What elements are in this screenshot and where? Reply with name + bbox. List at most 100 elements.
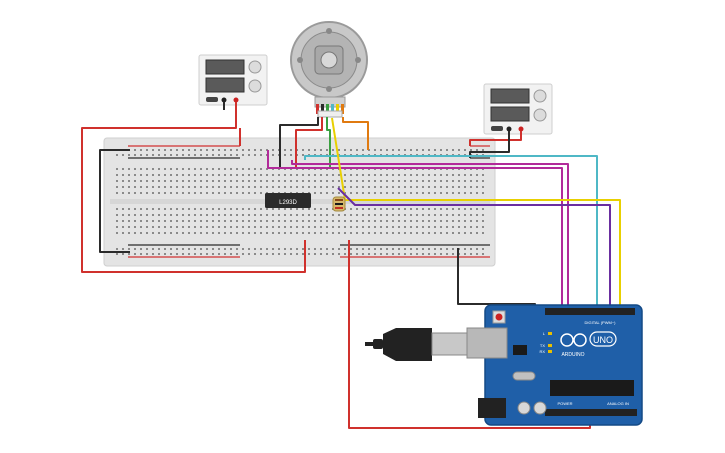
wire-yellow[interactable] [331,117,621,312]
breadboard-hole [248,154,250,156]
breadboard-hole [362,208,364,210]
wire-purple[interactable] [337,187,611,312]
breadboard-hole [410,214,412,216]
breadboard-hole [140,186,142,188]
breadboard-hole [368,180,370,182]
power-supply-right[interactable] [483,83,553,135]
breadboard-hole [146,220,148,222]
breadboard-hole [248,149,250,151]
breadboard-hole [440,214,442,216]
breadboard-hole [116,168,118,170]
breadboard-hole [116,154,118,156]
breadboard-hole [212,208,214,210]
power-jack[interactable] [478,398,506,418]
breadboard-hole [146,214,148,216]
knob-icon[interactable] [248,79,262,93]
breadboard-hole [158,149,160,151]
breadboard-hole [134,208,136,210]
analog-header[interactable] [600,409,637,416]
breadboard-hole [188,180,190,182]
breadboard-hole [398,208,400,210]
breadboard-hole [206,232,208,234]
breadboard-hole [152,248,154,250]
wire-red-motor[interactable] [295,117,323,168]
knob-icon[interactable] [533,89,547,103]
switch-icon[interactable] [206,97,218,102]
terminal-red[interactable] [518,126,524,132]
breadboard-hole [140,220,142,222]
resistor[interactable] [332,196,346,212]
breadboard-hole [260,180,262,182]
digital-header[interactable] [545,308,635,315]
breadboard-hole [410,208,412,210]
breadboard-hole [254,208,256,210]
knob-icon[interactable] [248,60,262,74]
wire-red-psu2[interactable] [469,131,522,146]
breadboard-hole [218,226,220,228]
breadboard-hole [254,149,256,151]
l293d-chip[interactable]: L293D [265,193,311,208]
breadboard-hole [308,232,310,234]
breadboard-hole [296,226,298,228]
breadboard-hole [434,192,436,194]
arduino-uno[interactable]: L TX RX UNO ARDUINO DIGITAL (PWM~) POWER… [466,304,643,426]
breadboard-hole [338,149,340,151]
power-supply-left[interactable] [198,54,268,106]
dc-motor-encoder[interactable] [290,21,368,118]
breadboard-hole [224,232,226,234]
breadboard-hole [470,208,472,210]
breadboard-hole [410,220,412,222]
breadboard-hole [320,226,322,228]
breadboard-hole [188,168,190,170]
breadboard-hole [200,232,202,234]
usb-cable[interactable] [365,328,468,361]
breadboard-hole [398,232,400,234]
breadboard-hole [320,174,322,176]
breadboard-hole [140,226,142,228]
usb-port[interactable] [466,327,508,359]
breadboard-hole [422,226,424,228]
wire-magenta-1[interactable] [267,150,563,312]
terminal-black[interactable] [506,126,512,132]
breadboard-hole [236,232,238,234]
breadboard-hole [164,232,166,234]
breadboard-hole [128,232,130,234]
breadboard-hole [344,253,346,255]
wire-green-motor[interactable] [326,117,331,168]
breadboard-hole [356,180,358,182]
breadboard-hole [236,248,238,250]
wire-red-psu[interactable] [81,102,306,273]
switch-icon[interactable] [491,126,503,131]
reset-button[interactable] [495,313,503,321]
wire-black-rail[interactable] [99,149,130,253]
power-header[interactable] [545,409,605,416]
breadboard-hole [254,180,256,182]
breadboard-hole [134,180,136,182]
breadboard-hole [266,220,268,222]
terminal-black[interactable] [221,97,227,103]
breadboard-hole [242,253,244,255]
breadboard-hole [302,248,304,250]
breadboard-hole [332,192,334,194]
breadboard-hole [320,186,322,188]
breadboard-hole [398,253,400,255]
breadboard-hole [206,154,208,156]
wire-magenta-2[interactable] [291,160,569,312]
breadboard-hole [116,180,118,182]
terminal-red[interactable] [233,97,239,103]
breadboard-hole [254,192,256,194]
breadboard-hole [338,232,340,234]
breadboard-hole [290,253,292,255]
wire-cyan[interactable] [304,155,598,312]
breadboard-hole [470,220,472,222]
wire-black-motor[interactable] [279,117,319,168]
knob-icon[interactable] [533,108,547,122]
breadboard-hole [344,226,346,228]
breadboard-hole [170,154,172,156]
breadboard-hole [374,192,376,194]
breadboard-hole [116,220,118,222]
breadboard-hole [116,174,118,176]
breadboard-hole [194,192,196,194]
wire-orange-motor[interactable] [342,117,369,150]
